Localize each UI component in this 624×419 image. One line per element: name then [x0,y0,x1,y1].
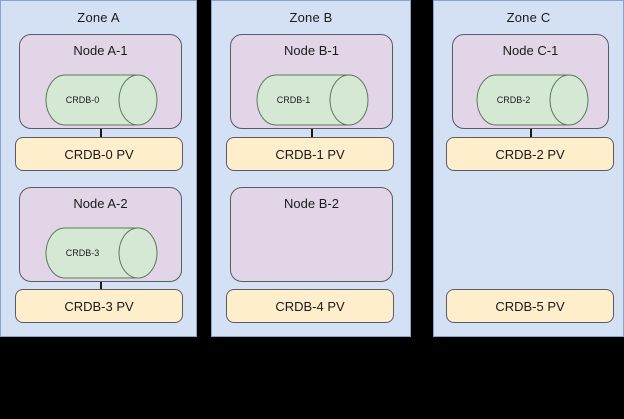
connector-line [311,129,313,137]
node-title: Node B-2 [284,196,339,211]
node-title: Node A-1 [73,43,128,58]
database-cylinder-icon[interactable]: CRDB-3 [45,227,158,279]
node-box-node-b-2[interactable]: Node B-2 [230,187,393,282]
node-title: Node C-1 [502,43,559,58]
persistent-volume-pv-crdb-3[interactable]: CRDB-3 PV [15,289,183,323]
connector-line [100,282,102,289]
zone-title: Zone C [506,10,551,25]
node-title: Node B-1 [284,43,339,58]
persistent-volume-pv-crdb-0[interactable]: CRDB-0 PV [15,137,183,171]
database-cylinder-icon[interactable]: CRDB-2 [476,74,589,126]
database-cylinder-icon[interactable]: CRDB-0 [45,74,158,126]
connector-line [530,129,532,137]
persistent-volume-pv-crdb-1[interactable]: CRDB-1 PV [226,137,394,171]
database-cylinder-icon[interactable]: CRDB-1 [256,74,369,126]
persistent-volume-pv-crdb-4[interactable]: CRDB-4 PV [226,289,394,323]
persistent-volume-pv-crdb-5[interactable]: CRDB-5 PV [446,289,614,323]
persistent-volume-pv-crdb-2[interactable]: CRDB-2 PV [446,137,614,171]
zone-title: Zone B [289,10,333,25]
zone-title: Zone A [77,10,120,25]
connector-line [100,129,102,137]
node-title: Node A-2 [73,196,128,211]
